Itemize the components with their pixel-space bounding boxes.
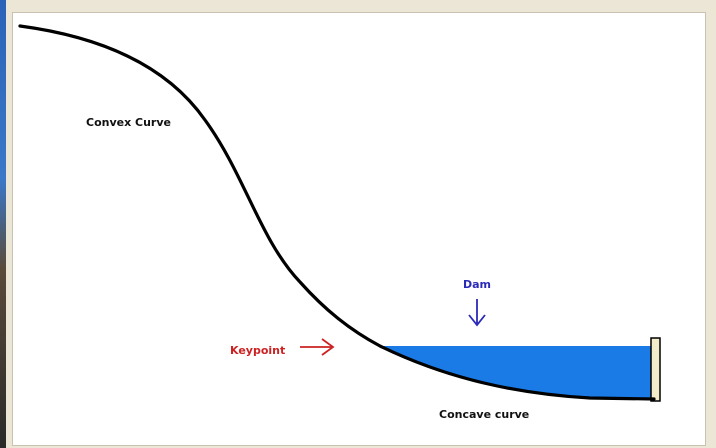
convex-curve-label: Convex Curve (86, 116, 171, 129)
valley-profile-curve (18, 24, 656, 401)
dam-wall (650, 337, 661, 402)
dam-label: Dam (463, 278, 491, 291)
right-arrow-icon (300, 338, 335, 356)
window-edge (0, 0, 6, 448)
down-arrow-icon (468, 299, 486, 327)
reservoir-water (380, 346, 654, 399)
keypoint-label: Keypoint (230, 344, 285, 357)
concave-curve-label: Concave curve (439, 408, 529, 421)
